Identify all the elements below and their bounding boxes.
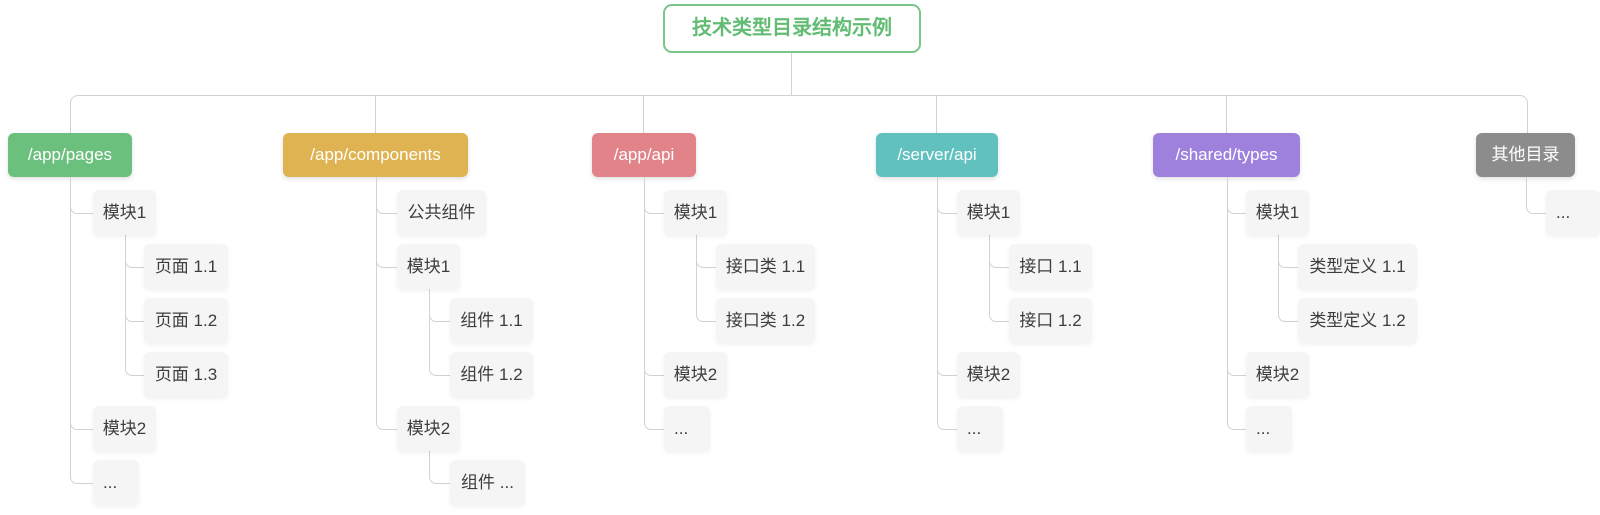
connector-line xyxy=(1226,177,1247,430)
tree-node[interactable]: 模块1 xyxy=(397,244,460,289)
branch-app-pages[interactable]: /app/pages xyxy=(8,133,132,177)
tree-node[interactable]: ... xyxy=(957,406,1003,451)
tree-node[interactable]: 页面 1.1 xyxy=(144,244,228,289)
tree-node[interactable]: 模块2 xyxy=(1246,352,1309,397)
tree-node[interactable]: 组件 ... xyxy=(450,460,525,505)
tree-node[interactable]: ... xyxy=(93,460,139,505)
connector-line xyxy=(937,177,958,430)
tree-node[interactable]: ... xyxy=(664,406,710,451)
tree-node[interactable]: ... xyxy=(1246,406,1292,451)
connector-line xyxy=(643,95,644,133)
tree-node[interactable]: 类型定义 1.2 xyxy=(1298,298,1417,343)
tree-node[interactable]: 页面 1.3 xyxy=(144,352,228,397)
connector-line xyxy=(375,95,376,133)
connector-line xyxy=(428,289,451,376)
connector-line xyxy=(988,235,1010,322)
connector-line xyxy=(428,451,451,484)
tree-node[interactable]: 模块1 xyxy=(93,190,156,235)
connector-line xyxy=(70,95,1528,134)
tree-node[interactable]: 模块2 xyxy=(957,352,1020,397)
tree-node[interactable]: 接口类 1.1 xyxy=(716,244,815,289)
root-node[interactable]: 技术类型目录结构示例 xyxy=(663,4,921,53)
connector-line xyxy=(644,177,665,430)
tree-node[interactable]: 页面 1.2 xyxy=(144,298,228,343)
connector-line xyxy=(1525,177,1547,214)
tree-node[interactable]: 模块2 xyxy=(93,406,156,451)
branch-other-dirs[interactable]: 其他目录 xyxy=(1476,133,1575,177)
connector-line xyxy=(124,235,145,376)
branch-app-components[interactable]: /app/components xyxy=(283,133,468,177)
tree-node[interactable]: 公共组件 xyxy=(397,190,486,235)
tree-node[interactable]: 类型定义 1.1 xyxy=(1298,244,1417,289)
tree-node[interactable]: 接口类 1.2 xyxy=(716,298,815,343)
connector-line xyxy=(695,235,717,322)
branch-app-api[interactable]: /app/api xyxy=(592,133,696,177)
tree-node[interactable]: 接口 1.1 xyxy=(1009,244,1092,289)
tree-node[interactable]: 模块2 xyxy=(397,406,460,451)
connector-line xyxy=(375,177,398,430)
tree-node[interactable]: 组件 1.2 xyxy=(450,352,533,397)
tree-node[interactable]: 模块1 xyxy=(1246,190,1309,235)
branch-server-api[interactable]: /server/api xyxy=(876,133,998,177)
connector-line xyxy=(70,177,94,484)
connector-line xyxy=(1226,95,1227,133)
tree-node[interactable]: ... xyxy=(1546,190,1600,235)
tree-node[interactable]: 组件 1.1 xyxy=(450,298,533,343)
connector-line xyxy=(791,53,792,95)
branch-shared-types[interactable]: /shared/types xyxy=(1153,133,1300,177)
tree-node[interactable]: 模块2 xyxy=(664,352,727,397)
tree-node[interactable]: 接口 1.2 xyxy=(1009,298,1092,343)
tree-node[interactable]: 模块1 xyxy=(957,190,1020,235)
connector-line xyxy=(936,95,937,133)
connector-line xyxy=(1277,235,1299,322)
tree-node[interactable]: 模块1 xyxy=(664,190,727,235)
